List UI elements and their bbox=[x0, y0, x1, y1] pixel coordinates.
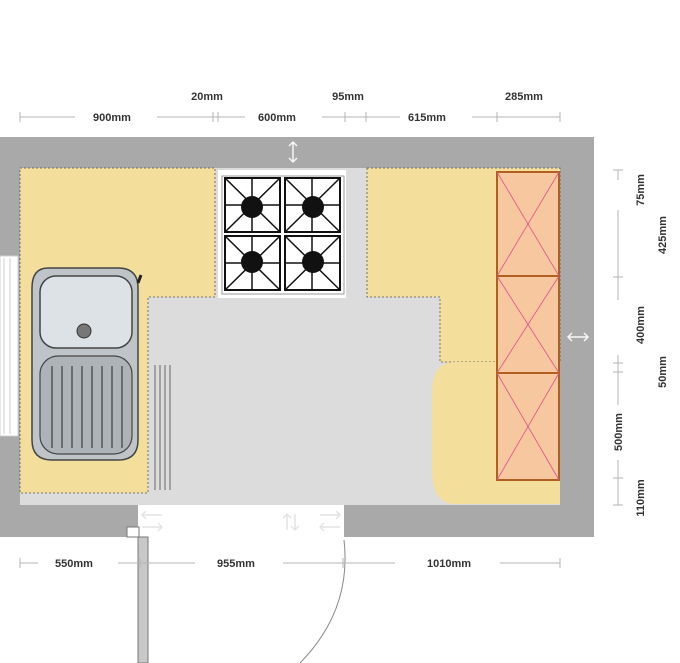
window-left bbox=[0, 255, 19, 437]
arrow-vertical-icon bbox=[282, 512, 300, 532]
cabinet-cross-icon bbox=[496, 275, 560, 374]
dim-bottom-3: 1010mm bbox=[427, 558, 471, 570]
radiator bbox=[154, 365, 171, 490]
burner-2 bbox=[302, 196, 324, 218]
dim-right-inner-4: 110mm bbox=[635, 479, 647, 517]
door-leaf bbox=[137, 536, 149, 663]
burner-1 bbox=[241, 196, 263, 218]
right-dimensions: 75mm 400mm 500mm 110mm 425mm 50mm bbox=[613, 169, 669, 517]
dim-top-lower-3: 615mm bbox=[408, 112, 446, 124]
drainer bbox=[39, 355, 133, 455]
arrow-horizontal-icon bbox=[566, 332, 590, 342]
dim-right-outer-2: 50mm bbox=[657, 356, 669, 388]
dim-bottom-2: 955mm bbox=[217, 558, 255, 570]
dim-bottom-1: 550mm bbox=[55, 558, 93, 570]
bottom-dimensions: 550mm 955mm 1010mm bbox=[19, 558, 561, 570]
dim-right-outer-1: 425mm bbox=[657, 216, 669, 254]
dim-right-inner-1: 75mm bbox=[635, 174, 647, 206]
dim-top-upper-3: 285mm bbox=[505, 91, 543, 103]
burner-4 bbox=[302, 251, 324, 273]
arrow-horizontal-icon bbox=[140, 510, 164, 532]
dim-top-lower-2: 600mm bbox=[258, 112, 296, 124]
burner-3 bbox=[241, 251, 263, 273]
door-swing-icon bbox=[126, 526, 346, 663]
dim-right-inner-2: 400mm bbox=[635, 306, 647, 344]
dim-top-lower-1: 900mm bbox=[93, 112, 131, 124]
dim-right-inner-3: 500mm bbox=[613, 413, 625, 451]
top-dimensions: 20mm 95mm 285mm 900mm 600mm 615mm bbox=[19, 91, 561, 124]
sink-drain bbox=[76, 323, 92, 339]
tap-icon bbox=[136, 274, 143, 284]
dim-top-upper-1: 20mm bbox=[191, 91, 223, 103]
resize-arrows bbox=[288, 140, 590, 342]
cabinet-cross-icon bbox=[496, 372, 560, 481]
arrow-vertical-icon bbox=[288, 140, 298, 164]
arrow-horizontal-icon bbox=[318, 510, 342, 532]
sink-with-drainer-icon bbox=[31, 267, 143, 461]
tall-units bbox=[496, 171, 560, 481]
sink-bowl bbox=[39, 275, 133, 349]
door-arc bbox=[299, 539, 346, 663]
dim-top-upper-2: 95mm bbox=[332, 91, 364, 103]
cabinet-cross-icon bbox=[496, 171, 560, 277]
door-opening bbox=[138, 505, 344, 539]
gas-hob-icon bbox=[218, 170, 346, 298]
